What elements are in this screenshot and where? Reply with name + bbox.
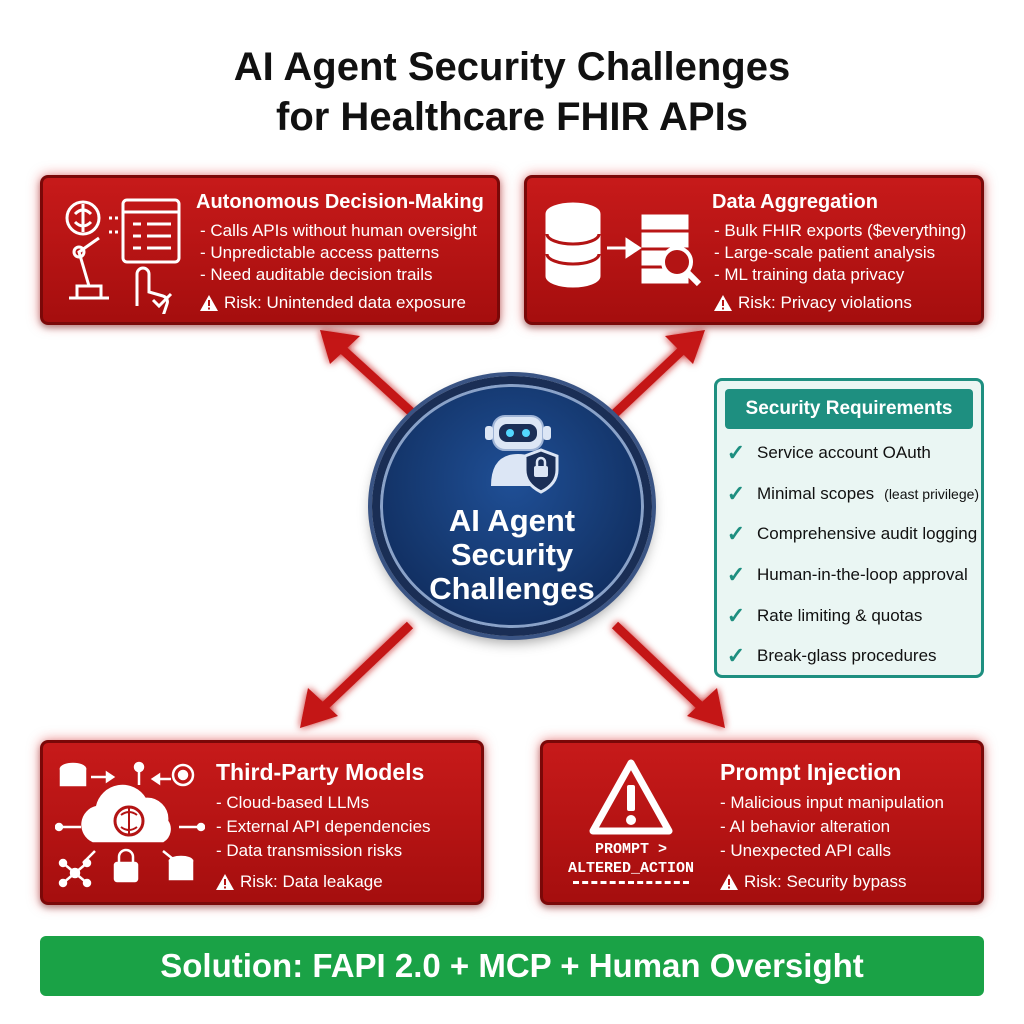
list-item: Unexpected API calls	[720, 839, 944, 863]
card-prompt-injection: PROMPT > ALTERED_ACTION Prompt Injection…	[540, 740, 984, 905]
list-item: ✓ Human-in-the-loop approval	[725, 555, 979, 596]
security-requirements-panel: Security Requirements ✓ Service account O…	[714, 378, 984, 678]
prompt-caption-line-2: ALTERED_ACTION	[567, 860, 695, 877]
checkmark-icon: ✓	[726, 602, 746, 628]
title-line-1: AI Agent Security Challenges	[233, 45, 791, 89]
list-item: Bulk FHIR exports ($everything)	[714, 220, 966, 242]
risk-line: Risk: Data leakage	[216, 871, 383, 893]
checkmark-icon: ✓	[726, 643, 746, 669]
list-item: Malicious input manipulation	[720, 791, 944, 815]
list-item: Cloud-based LLMs	[216, 791, 431, 815]
requirement-text: Break-glass procedures	[757, 646, 937, 666]
risk-text: Risk: Data leakage	[240, 872, 383, 891]
central-hub: AI Agent Security Challenges	[372, 376, 652, 636]
card-data-aggregation: Data Aggregation Bulk FHIR exports ($eve…	[524, 175, 984, 325]
hub-line-3: Challenges	[429, 571, 595, 606]
card-title: Autonomous Decision-Making	[196, 191, 484, 213]
list-item: Unpredictable access patterns	[200, 242, 477, 264]
risk-text: Risk: Privacy violations	[738, 293, 912, 312]
prompt-caption-line-1: PROMPT >	[594, 841, 667, 858]
requirement-text: Minimal scopes	[757, 483, 875, 503]
arrow-top-right	[604, 330, 705, 424]
bullet-list: Cloud-based LLMs External API dependenci…	[216, 791, 431, 863]
warning-triangle-icon: PROMPT > ALTERED_ACTION	[551, 757, 711, 897]
bullet-list: Bulk FHIR exports ($everything) Large-sc…	[714, 220, 966, 286]
bullet-list: Calls APIs without human oversight Unpre…	[200, 220, 477, 286]
list-item: Data transmission risks	[216, 839, 431, 863]
hub-line-2: Security	[450, 537, 574, 572]
panel-title: Security Requirements	[725, 389, 973, 429]
solution-banner: Solution: FAPI 2.0 + MCP + Human Oversig…	[40, 936, 984, 996]
requirement-note: (least privilege)	[884, 485, 980, 502]
card-title: Prompt Injection	[720, 759, 902, 785]
requirement-text: Service account OAuth	[757, 443, 931, 463]
list-item: External API dependencies	[216, 815, 430, 839]
card-autonomous-decision-making: Autonomous Decision-Making Calls APIs wi…	[40, 175, 500, 325]
caption-underline	[573, 881, 689, 884]
list-item: AI behavior alteration	[720, 815, 944, 839]
robot-shield-lock-icon	[485, 415, 559, 494]
list-item: ✓ Minimal scopes (least privilege)	[725, 474, 979, 515]
bullet-list: Malicious input manipulation AI behavior…	[720, 791, 944, 863]
list-item: ✓ Comprehensive audit logging	[725, 514, 979, 555]
warning-icon	[720, 874, 738, 890]
list-item: Calls APIs without human oversight	[200, 220, 476, 242]
hub-line-1: AI Agent	[448, 503, 576, 538]
arrow-bottom-left	[300, 621, 414, 728]
risk-line: Risk: Security bypass	[720, 871, 907, 893]
warning-icon	[714, 295, 732, 311]
hub-label: AI Agent Security Challenges	[380, 504, 644, 606]
requirement-text: Rate limiting & quotas	[757, 605, 923, 625]
risk-line: Risk: Privacy violations	[714, 292, 912, 314]
risk-text: Risk: Security bypass	[744, 872, 907, 891]
requirement-text: Comprehensive audit logging	[757, 524, 978, 544]
list-item: Need auditable decision trails	[200, 264, 477, 286]
checkmark-icon: ✓	[726, 521, 746, 547]
list-item: ✓ Break-glass procedures	[725, 636, 979, 677]
card-title: Third-Party Models	[216, 759, 425, 785]
title-line-2: for Healthcare FHIR APIs	[276, 95, 748, 139]
page-title: AI Agent Security Challenges for Healthc…	[0, 42, 1024, 142]
warning-icon	[216, 874, 234, 890]
checkmark-icon: ✓	[726, 480, 746, 506]
arrow-top-left	[320, 330, 424, 424]
cloud-brain-network-icon	[54, 755, 206, 893]
risk-line: Risk: Unintended data exposure	[200, 292, 466, 314]
warning-icon	[200, 295, 218, 311]
card-third-party-models: Third-Party Models Cloud-based LLMs Exte…	[40, 740, 484, 905]
checkmark-icon: ✓	[726, 562, 746, 588]
list-item: ✓ Rate limiting & quotas	[725, 595, 979, 636]
list-item: ✓ Service account OAuth	[725, 433, 979, 474]
risk-text: Risk: Unintended data exposure	[224, 293, 466, 312]
database-server-magnifier-icon	[543, 200, 703, 300]
requirements-list: ✓ Service account OAuth ✓ Minimal scopes (l…	[725, 433, 979, 677]
card-title: Data Aggregation	[712, 191, 878, 213]
list-item: Large-scale patient analysis	[714, 242, 966, 264]
requirement-text: Human-in-the-loop approval	[757, 565, 968, 585]
brain-robot-arm-hand-click-icon	[55, 188, 185, 317]
arrow-bottom-right	[611, 621, 725, 728]
list-item: ML training data privacy	[714, 264, 966, 286]
checkmark-icon: ✓	[726, 440, 746, 466]
